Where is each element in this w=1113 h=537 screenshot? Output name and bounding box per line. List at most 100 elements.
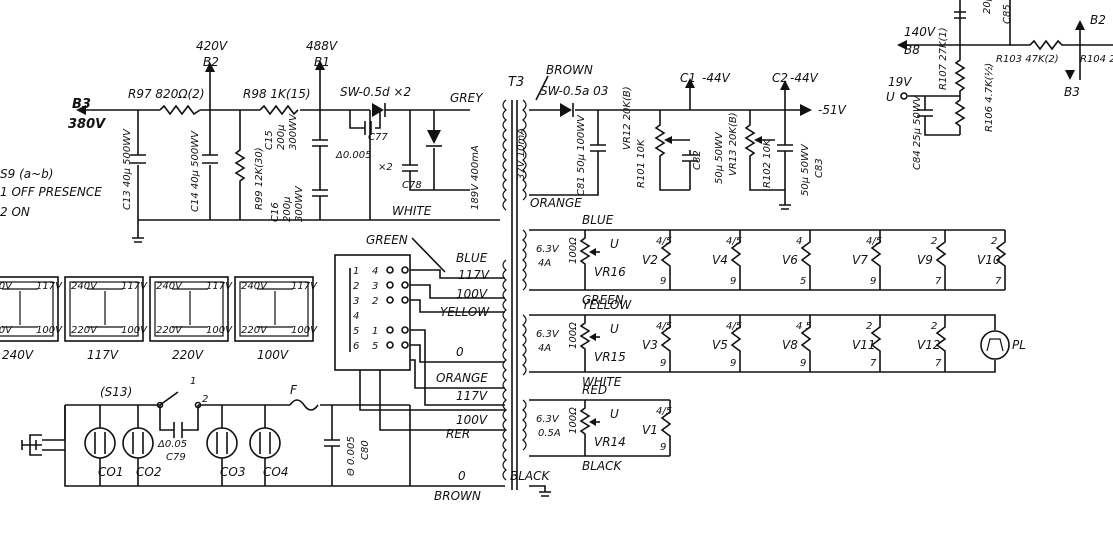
- grey-wire-label: GREY: [450, 91, 484, 105]
- zero2-tap-label: 0: [458, 469, 466, 483]
- b2-right-arrow-icon: [1075, 20, 1085, 30]
- fuse-icon: [289, 399, 319, 411]
- s13-pos-2: 2: [202, 394, 208, 405]
- jumper-tap-a: 240V: [71, 281, 98, 292]
- tube-pin-bottom: 7: [935, 358, 942, 369]
- c15-wv: 300WV: [288, 113, 299, 150]
- c14-label: C14 40μ 500WV: [190, 130, 201, 212]
- socket-side-num: 6: [353, 341, 359, 352]
- heater-resistor: 100Ω: [568, 237, 579, 264]
- jumper-wire: [257, 288, 293, 328]
- jumper-frame: [0, 276, 59, 342]
- top-right-fragment: 20μ 350 C85 140V B8 R103 47K(2) B2 B3 R1…: [886, 0, 1113, 170]
- tube-pin-bottom: 9: [730, 358, 736, 369]
- socket-side-num: 1: [353, 266, 359, 277]
- s13-label: (S13): [100, 385, 132, 399]
- tube-pin-top: 4/5: [656, 321, 672, 332]
- v100-tap-label: 100V: [456, 287, 488, 301]
- b1-voltage: 488V: [306, 39, 338, 53]
- heater-filament-icon: [995, 230, 1007, 290]
- c2-arrow-icon: [780, 80, 790, 90]
- c81-label: C81 50μ 100WV: [576, 114, 587, 196]
- jumper-tap-d: 100V: [206, 325, 233, 336]
- heater-current: 4A: [538, 343, 551, 354]
- socket-pin: [386, 341, 394, 349]
- c1-node-label: C1: [680, 71, 696, 85]
- jumper-tap-c: 220V: [71, 325, 98, 336]
- tube-pin-top: 4: [796, 236, 802, 247]
- jumper-tap-c: 220V: [156, 325, 183, 336]
- heater-filament-icon: [660, 400, 672, 456]
- b2-right-label: B2: [1090, 13, 1106, 27]
- c79-value: Δ0.05: [157, 439, 187, 450]
- co-capacitor-icon: [249, 427, 281, 459]
- jumper-block: 240V117V220V100V240V: [0, 276, 63, 362]
- tube-name: V12: [917, 338, 940, 352]
- r106-label: R106 4.7K(½): [983, 63, 995, 132]
- c80-label: C80: [360, 440, 371, 460]
- heater-filament-icon: [660, 230, 672, 290]
- c79-label: C79: [166, 452, 186, 463]
- ground-icon: [132, 220, 144, 243]
- co-capacitor: CO1: [84, 405, 123, 486]
- out51-arrow-icon: [800, 104, 812, 116]
- co-capacitor: CO2: [122, 405, 161, 486]
- orange-primary-label: ORANGE: [436, 371, 488, 385]
- sw2-label: SW-0.5a 03: [540, 84, 608, 98]
- vr13-label: VR13 20K(B): [728, 112, 739, 176]
- socket-side-num: 5: [353, 326, 359, 337]
- co-label: CO3: [220, 465, 245, 479]
- diode-sw1-icon: [372, 103, 384, 117]
- heater-top-wire: BLUE: [582, 213, 614, 227]
- co-label: CO2: [136, 465, 161, 479]
- heater-voltage: 6.3V: [536, 329, 560, 340]
- b2-node-label: B2: [203, 55, 219, 69]
- b3-right-arrow-icon: [1065, 70, 1075, 80]
- b2-arrow-icon: [205, 62, 215, 72]
- tube-name: V4: [712, 253, 728, 267]
- jumper-inner: [0, 281, 54, 337]
- s9-state-2: 2 ON: [0, 205, 30, 219]
- jumper-wire: [2, 288, 38, 328]
- fuse-label: F: [290, 383, 298, 397]
- heater-filament-icon: [800, 230, 812, 290]
- tube-pin-bottom: 9: [730, 276, 736, 287]
- socket-pin: [401, 266, 409, 274]
- socket-pin-num: 3: [372, 281, 378, 292]
- jumper-tap-a: 240V: [0, 281, 13, 292]
- v140-label: 140V: [904, 25, 936, 39]
- jumper-tap-d: 100V: [291, 325, 318, 336]
- tube-pin-top: 4/5: [656, 406, 672, 417]
- jumper-tap-a: 240V: [241, 281, 268, 292]
- green-wire-label: GREEN: [366, 233, 408, 247]
- co-label: CO4: [263, 465, 288, 479]
- heater-current: 4A: [538, 258, 551, 269]
- c83-label: C83: [814, 158, 825, 178]
- tube-name: V7: [852, 253, 868, 267]
- heater-voltage: 6.3V: [536, 414, 560, 425]
- heater-vr: VR15: [594, 350, 626, 364]
- b3-voltage: 380V: [68, 117, 106, 132]
- u-terminal-icon: [900, 92, 908, 100]
- jumper-inner: [154, 281, 224, 337]
- c15-label: C15: [264, 130, 275, 150]
- heater-top-wire: RED: [582, 383, 607, 397]
- x2-label: ×2: [378, 162, 393, 173]
- jumper-tap-b: 117V: [291, 281, 318, 292]
- r98-label: R98 1K(15): [243, 87, 311, 101]
- heater-vr: VR16: [594, 265, 626, 279]
- socket-pin: [386, 326, 394, 334]
- r102-label: R102 10K: [762, 138, 773, 188]
- tube-pin-top: 4 5: [796, 321, 812, 332]
- heater-u: U: [610, 237, 619, 251]
